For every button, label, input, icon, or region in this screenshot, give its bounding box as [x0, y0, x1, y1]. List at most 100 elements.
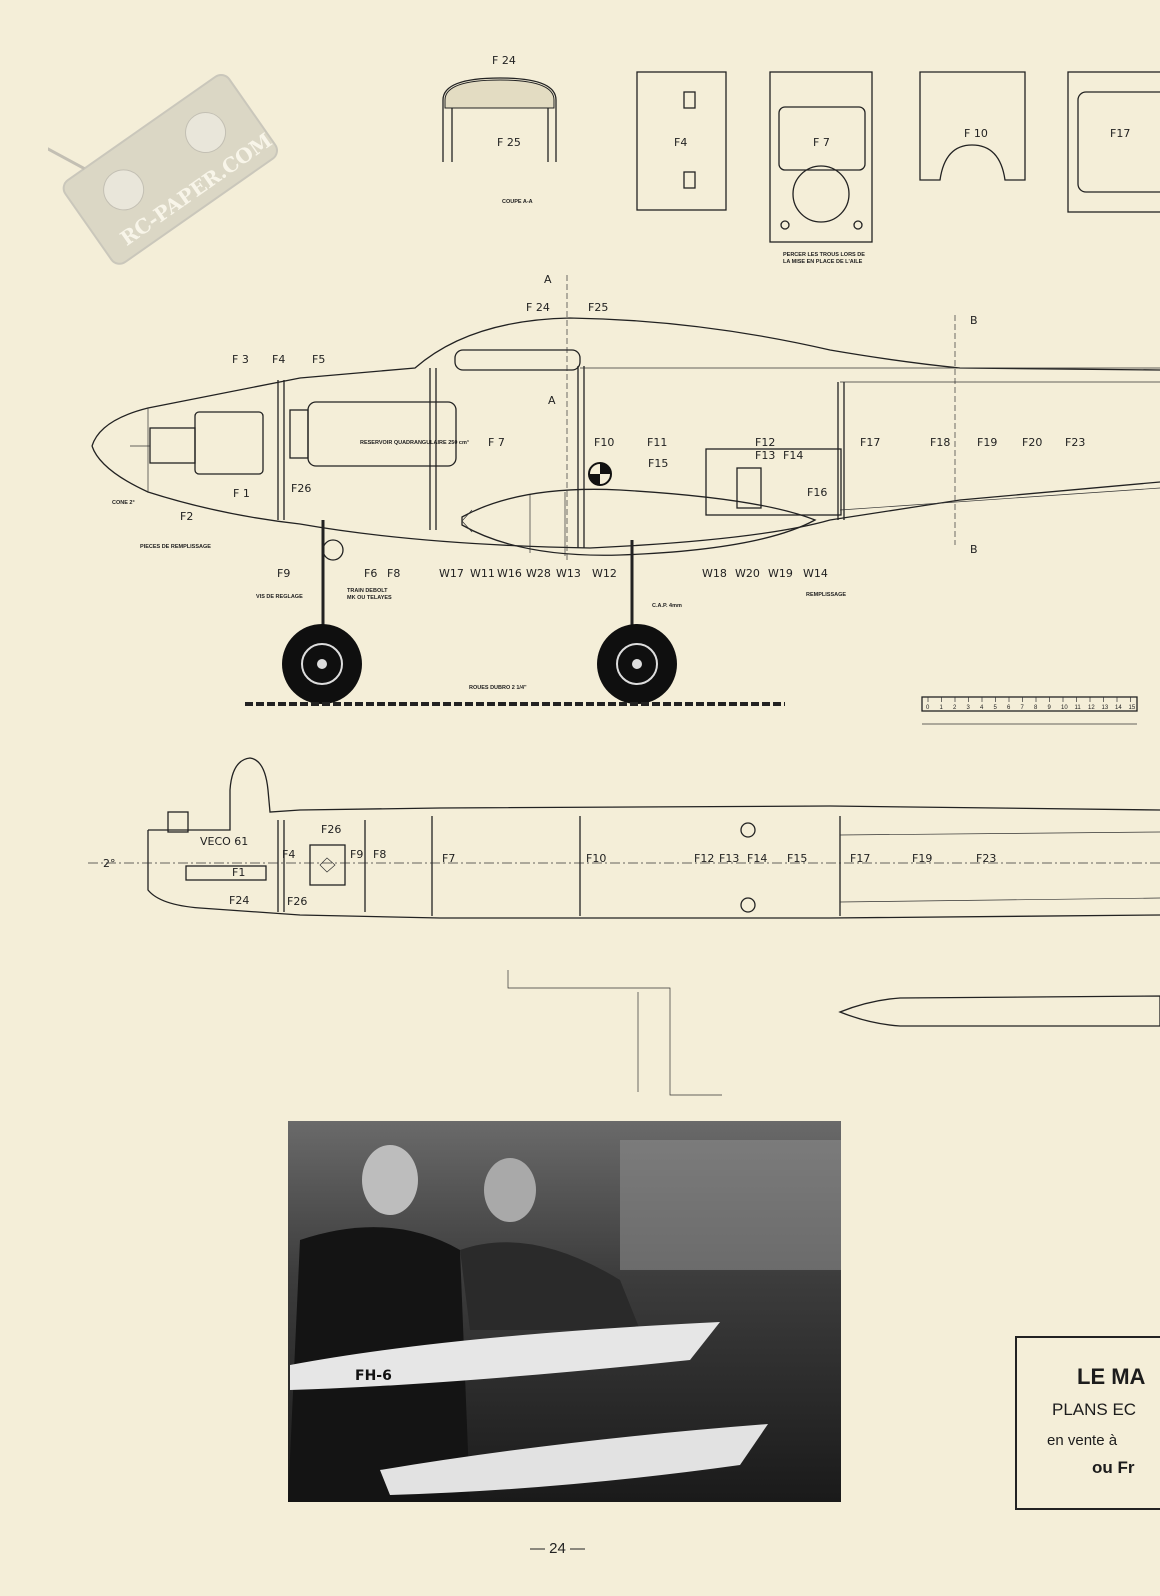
watermark-logo: RC-PAPER.COM — [48, 52, 283, 282]
label-f26: F26 — [321, 823, 341, 836]
ruler-label: 5 — [994, 705, 998, 711]
ruler-label: 7 — [1021, 705, 1025, 711]
label-section-aa: COUPE A-A — [502, 199, 533, 205]
label-f26: F26 — [291, 482, 311, 495]
ruler-label: 0 — [926, 705, 930, 711]
wheel-front — [282, 624, 362, 704]
label-f19: F19 — [977, 436, 997, 449]
label-f25: F25 — [588, 301, 608, 314]
label-f9: F9 — [277, 567, 290, 580]
label-f16: F16 — [807, 486, 827, 499]
label-f23: F23 — [976, 852, 996, 865]
ruler-label: 3 — [967, 705, 971, 711]
part-f24-f25-section: F 24 F 25 COUPE A-A — [442, 54, 557, 205]
label-w12: W12 — [592, 567, 617, 580]
note-drill-holes-2: LA MISE EN PLACE DE L'AILE — [783, 259, 863, 265]
ad-line-2: PLANS EC — [1052, 1400, 1137, 1419]
label-w11: W11 — [470, 567, 495, 580]
label-f25: F 25 — [497, 136, 521, 149]
ruler-label: 15 — [1129, 705, 1136, 711]
wheel-rear — [597, 624, 677, 704]
ruler-label: 6 — [1007, 705, 1011, 711]
ruler-label: 1 — [940, 705, 944, 711]
advertisement-box: LE MA PLANS EC en vente à ou Fr — [1015, 1336, 1160, 1510]
note-wire: C.A.P. 4mm — [652, 603, 682, 609]
label-w14: W14 — [803, 567, 828, 580]
section-b-marker: B — [970, 314, 978, 327]
label-f7: F 7 — [813, 136, 830, 149]
label-f15: F15 — [648, 457, 668, 470]
label-f4: F4 — [272, 353, 285, 366]
note-filler-pieces: PIECES DE REMPLISSAGE — [140, 544, 211, 550]
label-f7: F 7 — [488, 436, 505, 449]
label-f19: F19 — [912, 852, 932, 865]
label-w20: W20 — [735, 567, 760, 580]
label-f5: F5 — [312, 353, 325, 366]
label-w17: W17 — [439, 567, 464, 580]
page-number: — 24 — — [530, 1540, 586, 1557]
note-landing-gear: TRAIN DEBOLT — [347, 588, 388, 594]
label-f1: F 1 — [233, 487, 250, 500]
section-a-marker: A — [544, 273, 552, 286]
label-f14: F14 — [783, 449, 803, 462]
note-drill-holes: PERCER LES TROUS LORS DE — [783, 252, 865, 258]
photo-men-with-model-boat: FH-6 — [288, 1121, 841, 1502]
part-f10: F 10 — [919, 71, 1026, 181]
label-f17: F17 — [860, 436, 880, 449]
section-b-marker-lower: B — [970, 543, 978, 556]
label-f14: F14 — [747, 852, 767, 865]
side-view: A A B B F 24 F25 F 3 F4 F5 F 7 F10 F11 F… — [91, 273, 1160, 706]
label-f12: F12 — [755, 436, 775, 449]
label-f3: F 3 — [232, 353, 249, 366]
label-f7: F7 — [442, 852, 455, 865]
label-f20: F20 — [1022, 436, 1042, 449]
part-f17: F17 — [1067, 71, 1160, 213]
label-thrust-angle: 2° — [103, 857, 116, 870]
label-w16: W16 — [497, 567, 522, 580]
label-f8: F8 — [387, 567, 400, 580]
ad-line-3: en vente à — [1047, 1432, 1118, 1449]
label-f9: F9 — [350, 848, 363, 861]
ruler-label: 9 — [1048, 705, 1052, 711]
ruler-label: 13 — [1102, 705, 1109, 711]
label-f23: F23 — [1065, 436, 1085, 449]
label-w28: W28 — [526, 567, 551, 580]
detail-fin-section — [507, 970, 1160, 1096]
label-f10: F10 — [586, 852, 606, 865]
label-w18: W18 — [702, 567, 727, 580]
label-f17: F17 — [1110, 127, 1130, 140]
ruler-label: 10 — [1061, 705, 1068, 711]
label-f10: F10 — [594, 436, 614, 449]
note-landing-gear-2: MK OU TELAYES — [347, 595, 392, 601]
ruler-label: 8 — [1034, 705, 1038, 711]
ruler-label: 14 — [1115, 705, 1122, 711]
label-f13: F13 — [755, 449, 775, 462]
label-f11: F11 — [647, 436, 667, 449]
label-f26-lower: F26 — [287, 895, 307, 908]
top-view: VECO 61 2° F26 F4 F9 F8 F1 F24 F26 F7 F1… — [88, 757, 1160, 919]
section-a-marker-lower: A — [548, 394, 556, 407]
hull-marking: FH-6 — [355, 1368, 392, 1384]
label-engine-veco61: VECO 61 — [200, 835, 248, 848]
label-w19: W19 — [768, 567, 793, 580]
ad-line-4: ou Fr — [1092, 1458, 1135, 1477]
label-w13: W13 — [556, 567, 581, 580]
label-f13: F13 — [719, 852, 739, 865]
ruler-label: 2 — [953, 705, 957, 711]
note-fuel-tank: RESERVOIR QUADRANGULAIRE 250 cm³ — [360, 439, 469, 446]
part-f7: F 7 PERCER LES TROUS LORS DE LA MISE EN … — [769, 71, 873, 265]
label-f2: F2 — [180, 510, 193, 523]
label-f1: F1 — [232, 866, 245, 879]
label-f24: F 24 — [492, 54, 516, 67]
label-f15: F15 — [787, 852, 807, 865]
label-f17: F17 — [850, 852, 870, 865]
label-f24: F24 — [229, 894, 249, 907]
note-cone: CONE 2° — [112, 500, 135, 506]
ad-line-1: LE MA — [1077, 1364, 1146, 1389]
part-f4: F4 — [636, 71, 727, 211]
label-f4: F4 — [282, 848, 295, 861]
ruler-label: 11 — [1075, 705, 1082, 711]
